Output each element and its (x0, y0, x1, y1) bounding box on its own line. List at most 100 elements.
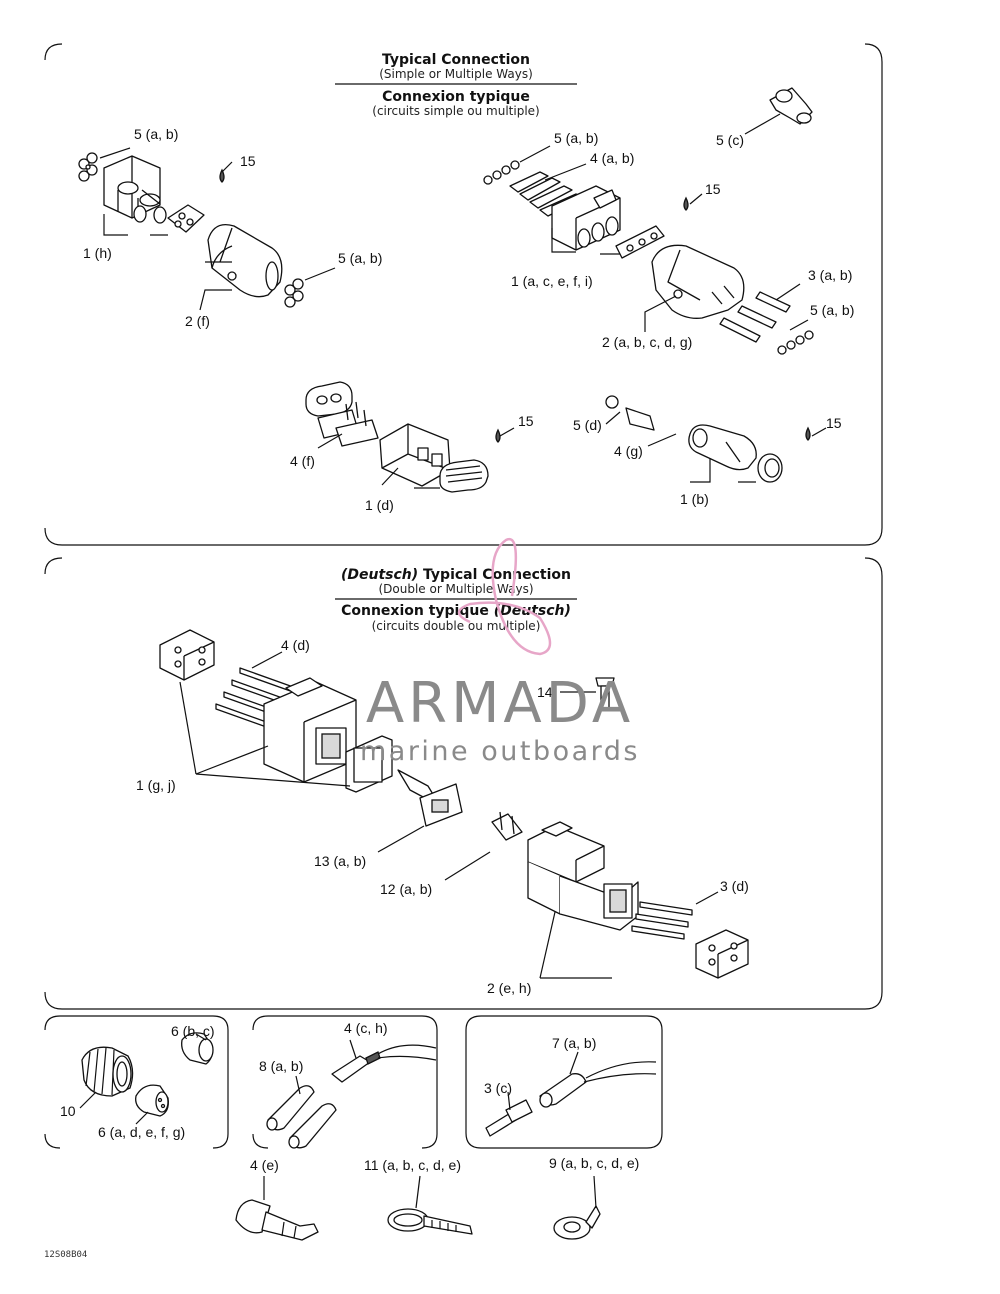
label-15-a: 15 (240, 153, 256, 169)
label-15-c: 15 (518, 413, 534, 429)
cable-tie-11-icon (387, 1208, 473, 1235)
label-10: 10 (60, 1103, 76, 1119)
panel2-title-brand: (Deutsch) (341, 567, 418, 583)
ring-terminal-9-icon (553, 1205, 601, 1240)
seal-rings-icon (78, 152, 98, 182)
cap-6bc-icon (181, 1032, 214, 1065)
armada-watermark: ARMADA marine outboards (360, 537, 640, 767)
svg-text:Connexion typique (Deutsch): Connexion typique (Deutsch) (341, 603, 571, 619)
sleeve-8ab-icon (266, 1085, 337, 1149)
housing-1d-icon (379, 423, 451, 487)
svg-text:(Deutsch) Typical Connection: (Deutsch) Typical Connection (341, 567, 571, 583)
seal-plug-icon (615, 225, 665, 259)
housing-1b-icon (688, 424, 757, 471)
label-1h: 1 (h) (83, 245, 112, 261)
housing-2f-icon (207, 223, 283, 298)
label-13ab: 13 (a, b) (314, 853, 366, 869)
cap-10-icon (81, 1046, 134, 1097)
label-6bc: 6 (b, c) (171, 1023, 215, 1039)
panel1-subtitle: (Simple or Multiple Ways) (379, 67, 533, 81)
label-2f: 2 (f) (185, 313, 210, 329)
grommet-icon (159, 629, 215, 681)
panel-typical-connection: Typical Connection (Simple or Multiple W… (44, 43, 883, 546)
label-5ab-top-left: 5 (a, b) (134, 126, 178, 142)
panel-caps: 6 (b, c) 10 6 (a, d, e, f, g) (44, 1015, 229, 1149)
panel2-subtitle-fr: (circuits double ou multiple) (372, 619, 541, 633)
watermark-tagline: marine outboards (360, 736, 640, 767)
panel1-title-fr: Connexion typique (382, 89, 530, 105)
label-3ab: 3 (a, b) (808, 267, 852, 283)
terminal-4ch-icon (331, 1044, 437, 1083)
label-5ab-right: 5 (a, b) (810, 302, 854, 318)
plug-2eh-icon (527, 821, 639, 931)
watermark-brand: ARMADA (366, 671, 634, 736)
label-5ab-mid: 5 (a, b) (338, 250, 382, 266)
label-4ch: 4 (c, h) (344, 1020, 388, 1036)
panel1-title: Typical Connection (382, 52, 530, 68)
label-1acefi: 1 (a, c, e, f, i) (511, 273, 593, 289)
label-2abcdg: 2 (a, b, c, d, g) (602, 334, 692, 350)
connector-group-1b: 5 (d) 4 (g) 1 (b) 15 (573, 395, 842, 507)
label-1d: 1 (d) (365, 497, 394, 513)
label-15-d: 15 (826, 415, 842, 431)
label-8ab: 8 (a, b) (259, 1058, 303, 1074)
housing-1h-icon (103, 155, 167, 224)
wedge-lock-12-icon (491, 811, 523, 841)
label-12ab: 12 (a, b) (380, 881, 432, 897)
label-1b: 1 (b) (680, 491, 709, 507)
cap-6adefg-icon (135, 1084, 169, 1117)
screw-14-icon (595, 677, 615, 709)
label-4ab: 4 (a, b) (590, 150, 634, 166)
seal-rings-icon (777, 330, 814, 355)
receptacle-1gj-icon (263, 677, 357, 783)
terminal-pins-icon (317, 401, 379, 447)
label-7ab: 7 (a, b) (552, 1035, 596, 1051)
terminal-sockets-icon (631, 901, 693, 940)
panel2-title-fr-brand: (Deutsch) (494, 603, 571, 619)
housing-2abcdg-icon (651, 244, 745, 319)
label-3d: 3 (d) (720, 878, 749, 894)
panel2-title: Typical Connection (418, 567, 571, 583)
connector-group-1h-2f: 5 (a, b) 15 1 (h) 5 (a, b) 2 (f) (78, 126, 382, 329)
label-9: 9 (a, b, c, d, e) (549, 1155, 639, 1171)
label-5ab-top-right: 5 (a, b) (554, 130, 598, 146)
panel-splice-sleeves: 4 (c, h) 8 (a, b) (252, 1015, 438, 1149)
sensor-7ab-icon (539, 1061, 657, 1108)
label-1gj: 1 (g, j) (136, 777, 176, 793)
connector-group-1acefi-2abcdg: 5 (a, b) 4 (a, b) 5 (c) 15 1 (a, c, e, f… (483, 87, 854, 355)
label-14: 14 (537, 684, 553, 700)
grease-drop-icon (219, 168, 225, 183)
label-11: 11 (a, b, c, d, e) (364, 1157, 461, 1173)
deutsch-connector-group: 4 (d) 14 1 (g, j) 13 (a, b) 12 (a, b) 3 … (136, 629, 749, 996)
panel2-title-fr: Connexion typique (341, 603, 494, 619)
label-5c: 5 (c) (716, 132, 744, 148)
face-seal-icon (345, 735, 393, 793)
seal-plug-icon (167, 204, 205, 233)
label-4f: 4 (f) (290, 453, 315, 469)
label-2eh: 2 (e, h) (487, 980, 531, 996)
label-5d: 5 (d) (573, 417, 602, 433)
sensor-plug-5c-icon (769, 87, 813, 125)
seal-rings-icon (284, 278, 304, 308)
flat-seal-icon (439, 459, 489, 493)
grease-drop-icon (495, 428, 501, 443)
seal-rings-icon (483, 160, 520, 185)
label-4g: 4 (g) (614, 443, 643, 459)
label-15-b: 15 (705, 181, 721, 197)
label-4e: 4 (e) (250, 1157, 279, 1173)
panel1-subtitle-fr: (circuits simple ou multiple) (372, 104, 539, 118)
grease-drop-icon (683, 196, 689, 211)
panel2-subtitle: (Double or Multiple Ways) (378, 582, 533, 596)
ring-seal-icon (757, 453, 783, 483)
label-6adefg: 6 (a, d, e, f, g) (98, 1124, 185, 1140)
label-3c: 3 (c) (484, 1080, 512, 1096)
terminal-4e-icon (235, 1199, 319, 1241)
grommet-icon (695, 929, 749, 979)
terminal-pin-icon (625, 407, 655, 431)
terminal-sockets-icon (719, 291, 791, 343)
wedge-lock-icon (397, 769, 463, 827)
drawing-code: 12S08B04 (44, 1250, 87, 1260)
panel-sensor-lead: 7 (a, b) 3 (c) (465, 1015, 663, 1149)
loose-parts: 4 (e) 11 (a, b, c, d, e) 9 (a, b, c, d, … (235, 1155, 639, 1241)
